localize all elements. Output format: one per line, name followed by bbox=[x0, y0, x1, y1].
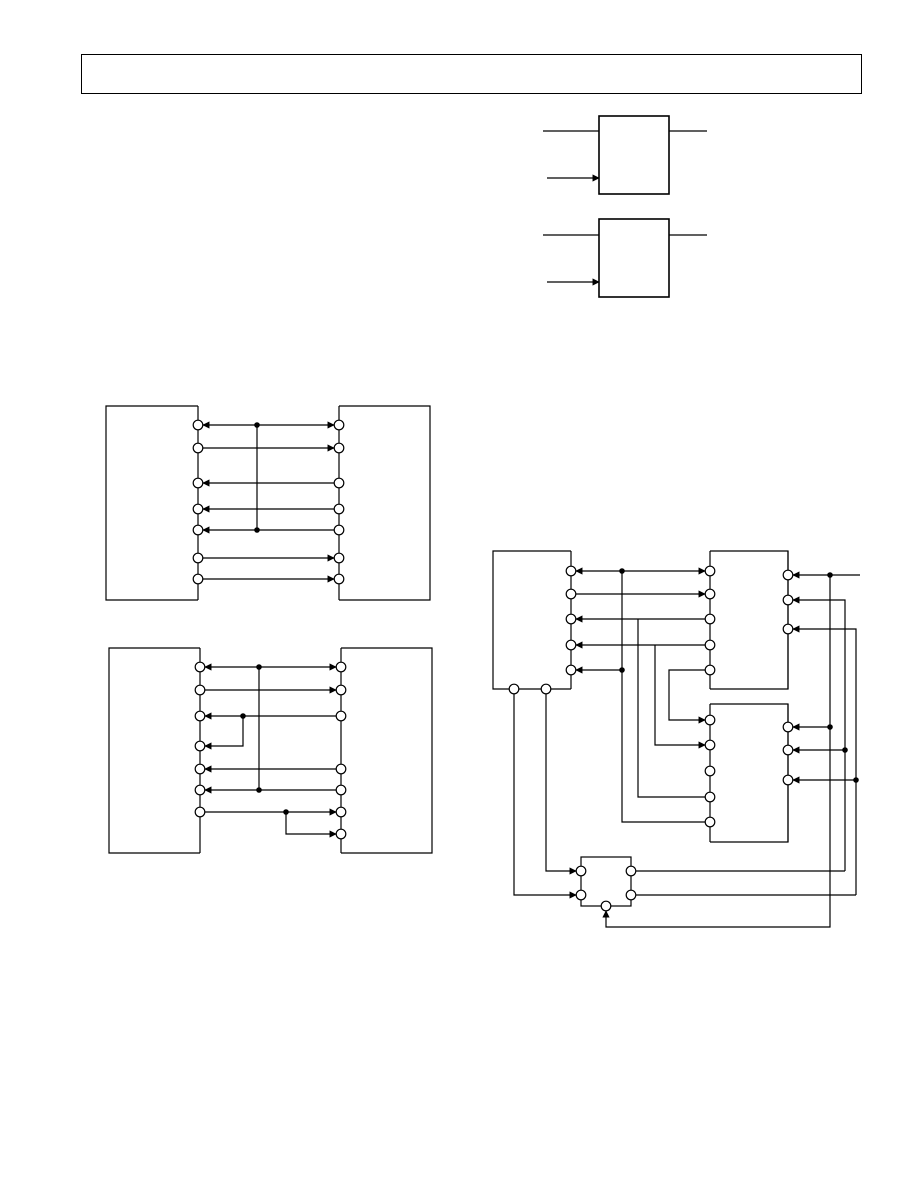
device-2-box bbox=[710, 703, 789, 843]
device-1-box bbox=[710, 550, 789, 690]
interface-diagram-b bbox=[108, 647, 433, 854]
multi-device-diagram bbox=[492, 550, 860, 928]
device-1-pins bbox=[704, 565, 794, 676]
gate-box-2 bbox=[598, 218, 670, 298]
device-2-pins bbox=[704, 714, 794, 828]
device-3-pins bbox=[575, 865, 637, 912]
device-a-right-box bbox=[339, 405, 431, 601]
controller-box bbox=[492, 550, 571, 690]
device-3-box bbox=[580, 856, 632, 907]
gate-box-1 bbox=[598, 115, 670, 195]
device-b-left-pins bbox=[194, 661, 206, 818]
logic-gate-diagram-top bbox=[543, 115, 707, 298]
controller-pins bbox=[508, 565, 577, 695]
device-a-left-pins bbox=[192, 419, 204, 585]
interface-diagram-a bbox=[105, 405, 431, 601]
page-header-bar bbox=[81, 54, 862, 94]
device-a-right-pins bbox=[333, 419, 345, 585]
device-b-right-box bbox=[341, 647, 433, 854]
device-b-right-pins bbox=[335, 661, 347, 840]
device-a-left-box bbox=[105, 405, 198, 601]
device-b-left-box bbox=[108, 647, 200, 854]
